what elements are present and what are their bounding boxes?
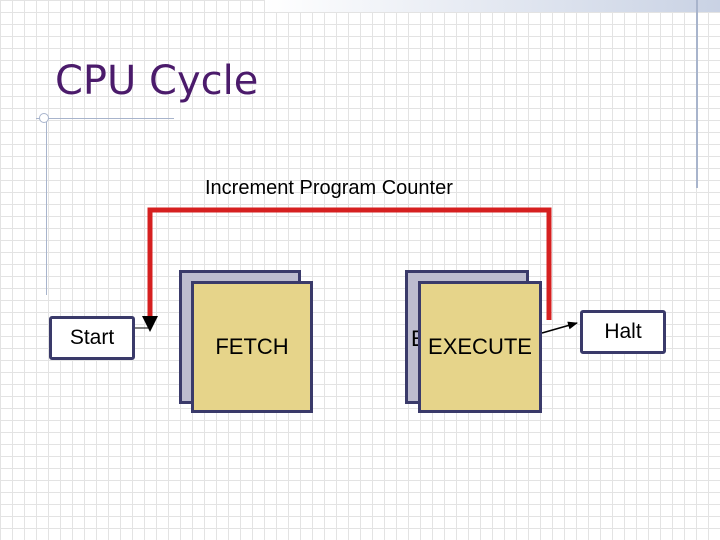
fetch-node: FETCH (191, 281, 313, 413)
top-right-bar (265, 0, 720, 12)
execute-to-halt-arrow (541, 321, 578, 334)
halt-label: Halt (604, 320, 642, 343)
loop-label: Increment Program Counter (205, 177, 453, 199)
execute-node: EXECUTE (418, 281, 542, 413)
slide-title: CPU Cycle (55, 58, 259, 104)
loop-arrowhead (142, 316, 158, 332)
right-vertical-line (696, 0, 698, 188)
left-vertical-line (46, 120, 47, 295)
start-node: Start (49, 316, 135, 360)
fetch-label: FETCH (215, 334, 289, 359)
start-label: Start (69, 326, 115, 349)
loop-back-line (147, 207, 552, 320)
title-underline (36, 118, 174, 119)
corner-circle (39, 113, 49, 123)
execute-label: EXECUTE (428, 334, 532, 359)
halt-node: Halt (580, 310, 666, 354)
